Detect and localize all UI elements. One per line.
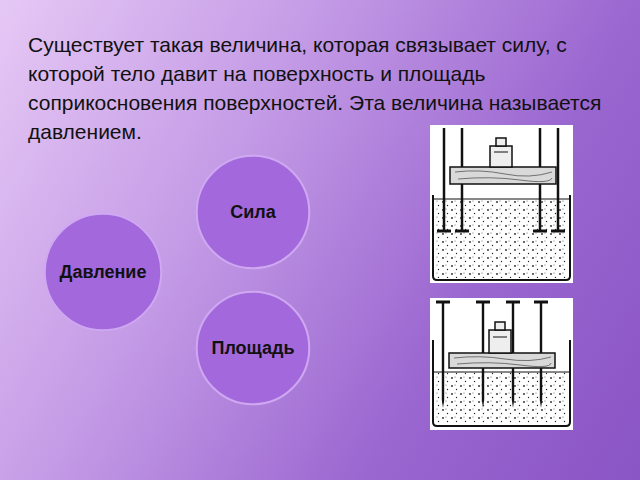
concept-label: Давление [60,262,147,283]
experiment-top [430,125,573,283]
experiment-bottom [430,298,573,430]
concept-circle: Площадь [195,290,311,406]
concept-label: Сила [230,202,276,223]
concept-label: Площадь [211,338,294,359]
intro-text: Существует такая величина, которая связы… [28,33,601,143]
concept-circle: Сила [195,154,311,270]
concept-circle: Давление [43,212,163,332]
